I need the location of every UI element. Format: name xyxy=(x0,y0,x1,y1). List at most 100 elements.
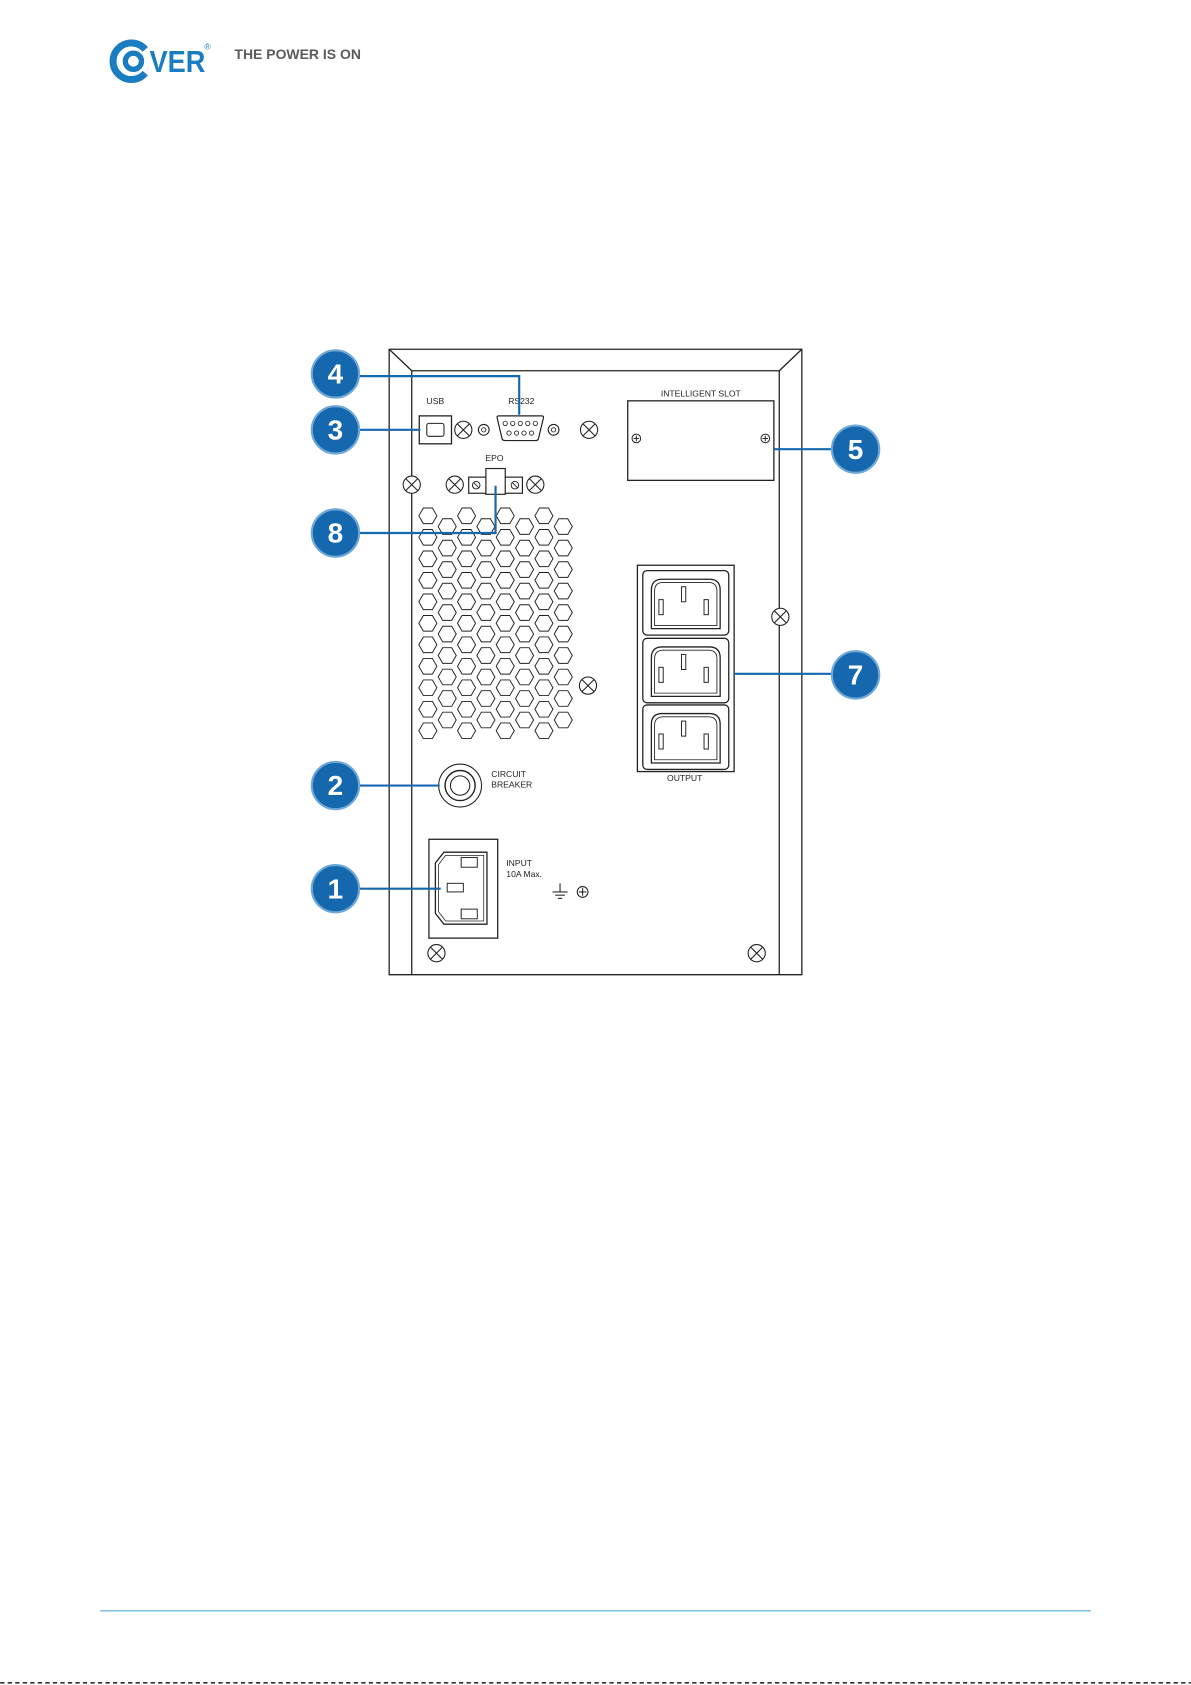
intelligent-slot-cover xyxy=(628,401,774,481)
vent-hole xyxy=(496,551,514,567)
screw-icon xyxy=(403,476,420,493)
vent-hole xyxy=(458,551,476,567)
logo-registered-mark: ® xyxy=(204,41,211,51)
vent-hole xyxy=(554,691,572,707)
vent-hole xyxy=(554,562,572,578)
vent-hole xyxy=(535,572,553,588)
vent-hole xyxy=(554,648,572,664)
circuit-breaker-label-line2: BREAKER xyxy=(491,780,532,790)
vent-hole xyxy=(516,519,534,535)
intelligent-slot: INTELLIGENT SLOT xyxy=(628,389,774,481)
vent-hole xyxy=(419,701,437,717)
callout-badge-intelligent-slot: 5 xyxy=(832,426,879,473)
vent-hole xyxy=(438,540,456,556)
vent-hole xyxy=(477,648,495,664)
screw-icon xyxy=(748,945,765,962)
vent-hole xyxy=(458,572,476,588)
vent-hole xyxy=(419,658,437,674)
vent-hole xyxy=(535,701,553,717)
vent-hole xyxy=(535,529,553,545)
brand-logo: VER ® xyxy=(113,41,211,79)
callout-number: 3 xyxy=(328,415,344,446)
vent-hole xyxy=(496,508,514,524)
vent-hole xyxy=(438,669,456,685)
vent-hole xyxy=(458,658,476,674)
vent-hole xyxy=(496,594,514,610)
slot-screw-icon xyxy=(761,434,770,443)
vent-hole xyxy=(458,723,476,739)
vent-hole xyxy=(516,583,534,599)
vent-hole xyxy=(438,648,456,664)
vent-hole xyxy=(419,637,437,653)
callout-badge-usb: 3 xyxy=(312,406,359,453)
ac-input-inlet: INPUT 10A Max. xyxy=(429,839,542,938)
inlet-pin xyxy=(461,909,477,919)
screw-icon xyxy=(579,677,596,694)
vent-hole xyxy=(458,594,476,610)
inlet-pin xyxy=(447,883,463,892)
callout-number: 1 xyxy=(328,873,344,904)
usb-port-socket xyxy=(427,423,444,436)
vent-hole xyxy=(477,626,495,642)
output-sockets: OUTPUT xyxy=(637,565,734,783)
panel-bevel-right xyxy=(779,349,802,370)
vent-hole xyxy=(516,605,534,621)
callout-number: 7 xyxy=(848,660,864,691)
vent-hole xyxy=(535,637,553,653)
callout-number: 5 xyxy=(848,434,864,465)
epo-terminal-screw-icon xyxy=(511,481,519,489)
callout-number: 4 xyxy=(328,359,344,390)
panel-bevel-left xyxy=(389,349,412,370)
vent-hole xyxy=(458,529,476,545)
vent-hole xyxy=(419,551,437,567)
epo-terminal-screw-icon xyxy=(472,481,480,489)
epo-label: EPO xyxy=(485,453,503,463)
vent-hole xyxy=(496,615,514,631)
logo-wordmark: VER xyxy=(150,46,206,79)
vent-hole xyxy=(535,723,553,739)
usb-label: USB xyxy=(427,396,445,406)
vent-hole xyxy=(438,626,456,642)
callout-badge-circuit-breaker: 2 xyxy=(312,762,359,809)
vent-hole xyxy=(419,723,437,739)
vent-hole xyxy=(554,519,572,535)
ground-screw-icon xyxy=(577,887,588,898)
vent-hole xyxy=(438,562,456,578)
output-socket-1 xyxy=(643,571,729,635)
vent-hole xyxy=(535,594,553,610)
output-socket-3 xyxy=(643,705,729,769)
vent-hole xyxy=(477,605,495,621)
slot-screw-icon xyxy=(632,434,641,443)
vent-hole xyxy=(458,615,476,631)
ground-icon xyxy=(553,883,568,898)
vent-hole xyxy=(477,562,495,578)
vent-hole xyxy=(419,572,437,588)
output-label: OUTPUT xyxy=(667,773,703,783)
callout-badge-output: 7 xyxy=(832,651,879,698)
vent-hole xyxy=(516,648,534,664)
rs232-label: RS232 xyxy=(508,396,534,406)
vent-hole xyxy=(554,605,572,621)
circuit-breaker-label-line1: CIRCUIT xyxy=(491,769,527,779)
vent-hole xyxy=(438,691,456,707)
vent-hole xyxy=(458,701,476,717)
vent-hole xyxy=(419,615,437,631)
ups-rear-panel: USB RS232 EPO xyxy=(389,349,802,974)
intelligent-slot-label: INTELLIGENT SLOT xyxy=(661,389,742,399)
usb-port: USB xyxy=(419,396,451,444)
vent-hole xyxy=(419,680,437,696)
callout-badge-epo: 8 xyxy=(312,509,359,556)
vent-hole xyxy=(535,551,553,567)
ventilation-grille xyxy=(419,508,572,739)
brand-tagline: THE POWER IS ON xyxy=(234,46,361,62)
circuit-breaker: CIRCUIT BREAKER xyxy=(439,764,533,807)
vent-hole xyxy=(477,583,495,599)
breaker-button xyxy=(450,776,469,795)
logo-o-ring xyxy=(125,53,141,69)
screw-icon xyxy=(527,476,544,493)
round-fitting xyxy=(478,424,489,435)
vent-hole xyxy=(516,562,534,578)
vent-hole xyxy=(496,701,514,717)
callout-number: 2 xyxy=(328,770,344,801)
